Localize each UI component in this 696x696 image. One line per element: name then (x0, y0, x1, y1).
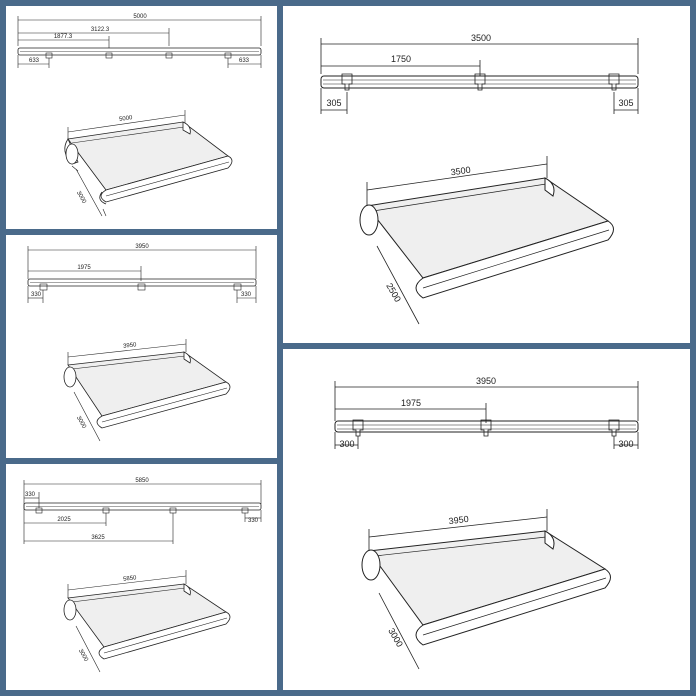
awning-projection-label: 3000 (386, 626, 405, 648)
rail-right-offset-label: 633 (239, 58, 250, 64)
panel-awning-5850: 5850 330 330 2025 3625 5850 3000 (6, 464, 277, 690)
awning-width-label: 3950 (123, 342, 138, 350)
rail-mid-label: 1975 (401, 398, 421, 408)
awning-width-label: 3950 (448, 514, 469, 526)
awning-drawing (64, 121, 233, 205)
rail-left-offset-label: 330 (25, 492, 36, 498)
rail-right-offset-label: 330 (241, 292, 252, 298)
awning-projection-label: 3000 (75, 190, 87, 205)
awning-width-label: 3500 (450, 165, 471, 178)
awning-drawing (359, 177, 614, 299)
awning-diagram-3500: 3500 1750 305 305 3500 2500 (320, 33, 639, 325)
awning-diagram-3950-small: 3950 1975 330 330 3950 3000 (27, 244, 257, 442)
awning-projection-label: 3000 (77, 648, 89, 663)
rail-total-label: 3950 (135, 244, 149, 250)
rail-dim-1877-label: 1877.3 (54, 34, 73, 40)
rail-total-label: 5000 (133, 14, 147, 20)
rail-left-offset-label: 300 (339, 439, 354, 449)
rail-right-offset-label: 305 (618, 98, 633, 108)
rail-dim-3625-label: 3625 (91, 535, 105, 541)
rail-mid-label: 1750 (391, 54, 411, 64)
awning-projection-label: 3000 (75, 415, 87, 430)
panel-awning-3500: 3500 1750 305 305 3500 2500 (283, 6, 690, 343)
rail-mid-label: 1975 (77, 265, 91, 271)
rail-left-offset-label: 305 (326, 98, 341, 108)
rail-right-offset-label: 330 (248, 518, 259, 524)
rail-left-offset-label: 633 (29, 58, 40, 64)
awning-diagram-5850: 5850 330 330 2025 3625 5850 3000 (23, 478, 262, 673)
awning-diagram-3950-large: 3950 1975 300 300 3950 3000 (334, 376, 639, 670)
rail-total-label: 5850 (135, 478, 149, 484)
rail-total-label: 3950 (476, 376, 496, 386)
panel-awning-3950-large: 3950 1975 300 300 3950 3000 (283, 349, 690, 690)
rail-right-offset-label: 300 (618, 439, 633, 449)
rail-dim-3122-label: 3122.3 (91, 27, 110, 33)
rail-left-offset-label: 330 (31, 292, 42, 298)
awning-width-label: 5000 (119, 115, 134, 123)
awning-width-label: 5850 (123, 575, 138, 583)
awning-drawing (63, 351, 231, 429)
awning-drawing (63, 583, 231, 660)
awning-diagram-5000: 5000 3122.3 1877.3 633 633 5000 3000 (17, 14, 262, 217)
awning-projection-label: 2500 (384, 281, 403, 303)
panel-awning-5000: 5000 3122.3 1877.3 633 633 5000 3000 (6, 6, 277, 229)
panel-awning-3950-small: 3950 1975 330 330 3950 3000 (6, 235, 277, 458)
awning-drawing (361, 530, 611, 646)
rail-dim-2025-label: 2025 (57, 517, 71, 523)
rail-total-label: 3500 (471, 33, 491, 43)
